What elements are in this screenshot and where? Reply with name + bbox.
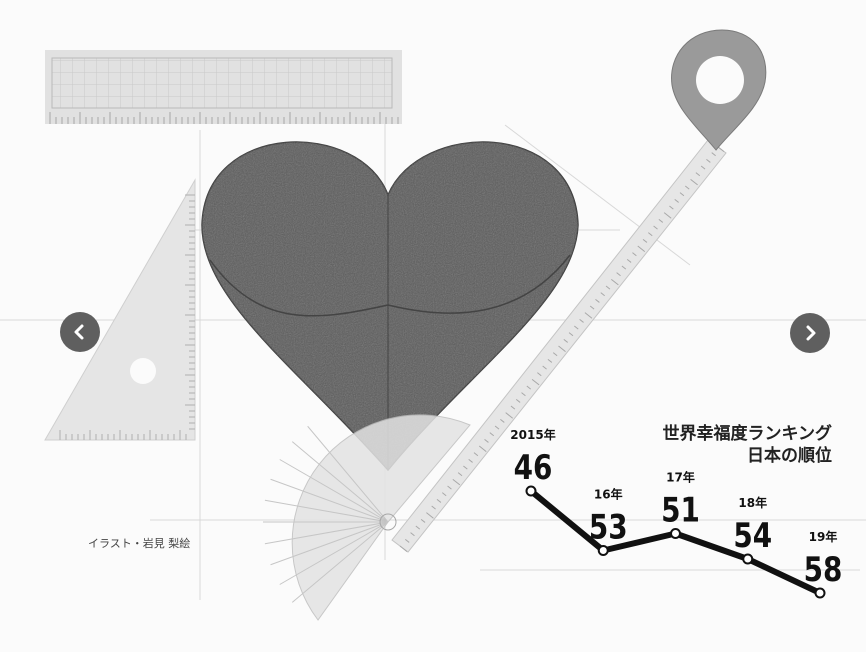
rank-point xyxy=(814,587,826,599)
rank-point xyxy=(525,485,537,497)
illustration-credit: イラスト・岩見 梨絵 xyxy=(88,537,191,550)
rank-point xyxy=(670,528,681,539)
year-label: 16年 xyxy=(594,487,623,502)
set-square xyxy=(44,178,196,441)
chevron-right-icon xyxy=(806,325,816,341)
year-label: 19年 xyxy=(809,529,838,544)
rank-value-label: 51 xyxy=(661,491,700,530)
grid-ruler xyxy=(45,50,402,124)
rank-point xyxy=(742,553,754,565)
rank-value-label: 54 xyxy=(733,516,772,555)
rank-value-label: 58 xyxy=(804,550,843,589)
carousel-prev-button[interactable] xyxy=(60,312,100,352)
carousel-next-button[interactable] xyxy=(790,313,830,353)
year-label: 17年 xyxy=(666,470,695,485)
chart-title-line-1: 世界幸福度ランキング xyxy=(662,424,833,444)
diagonal-ruler xyxy=(391,139,727,553)
chart-title: 世界幸福度ランキング 日本の順位 xyxy=(663,423,833,467)
rank-point xyxy=(597,545,609,556)
chevron-left-icon xyxy=(74,324,84,340)
protractor xyxy=(263,414,471,621)
year-label: 2015年 xyxy=(510,427,555,442)
rank-value-label: 46 xyxy=(514,448,553,487)
rank-value-label: 53 xyxy=(589,508,628,547)
happiness-ranking-chart: 2015年 46 16年 53 17年 51 18年 54 19年 58 xyxy=(510,427,843,599)
year-label: 18年 xyxy=(738,495,767,510)
chart-title-line-2: 日本の順位 xyxy=(747,446,832,466)
map-pin-icon xyxy=(671,29,767,151)
